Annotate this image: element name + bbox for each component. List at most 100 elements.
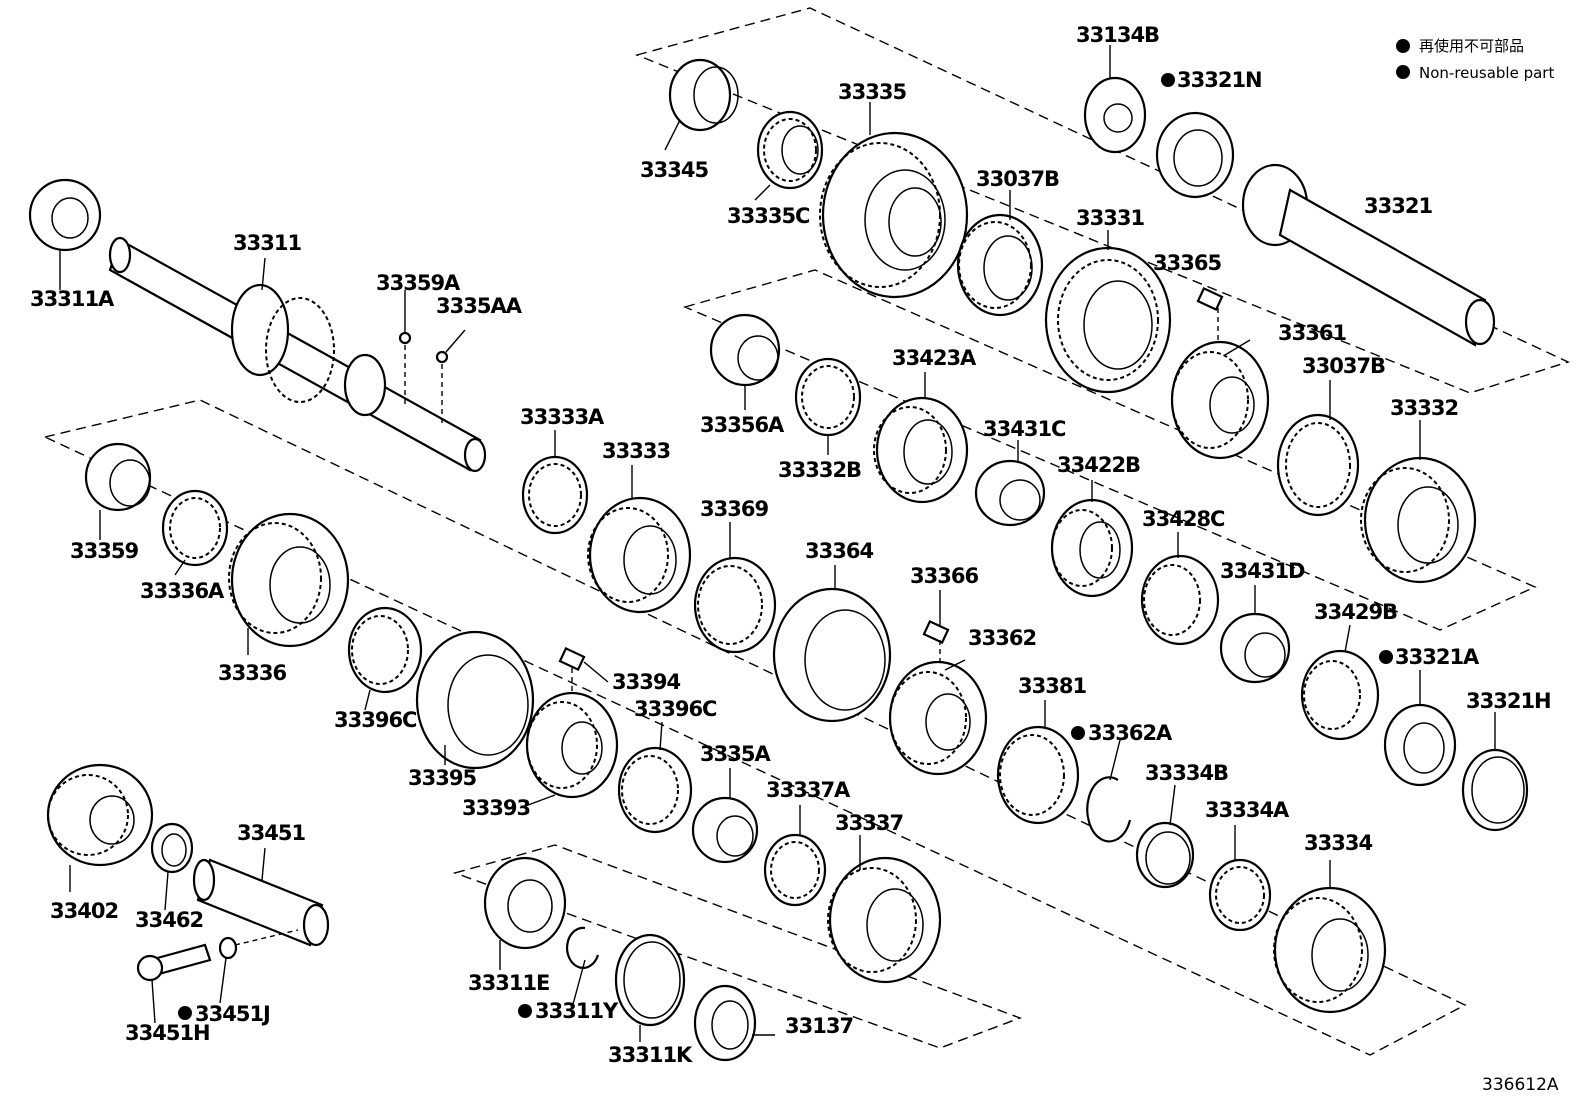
part-33331-sleeve[interactable] bbox=[1044, 246, 1172, 394]
part-33393-hub[interactable] bbox=[525, 691, 619, 799]
part-33356A-sleeve[interactable] bbox=[709, 313, 781, 387]
part-33396C-ring-left[interactable] bbox=[347, 606, 423, 694]
part-33321A-bearing[interactable] bbox=[1383, 703, 1457, 787]
part-33311Y-snap-ring[interactable] bbox=[565, 926, 600, 969]
part-33359A-ball[interactable] bbox=[398, 331, 412, 345]
label-33366: 33366 bbox=[910, 564, 978, 588]
part-33334B-ring[interactable] bbox=[1135, 821, 1195, 889]
part-33345-sleeve[interactable] bbox=[668, 58, 739, 132]
non-reusable-marker-icon bbox=[1396, 65, 1410, 79]
label-3335A: 3335A bbox=[700, 742, 771, 766]
label-33428C: 33428C bbox=[1142, 507, 1225, 531]
part-33396C-ring-right[interactable] bbox=[617, 746, 693, 834]
group-outlines bbox=[42, 7, 1570, 1056]
label-33335: 33335 bbox=[838, 80, 906, 104]
part-33337-gear[interactable] bbox=[827, 856, 942, 984]
label-33396C-left: 33396C bbox=[334, 708, 417, 732]
part-33137-ring[interactable] bbox=[693, 984, 757, 1062]
label-33356A: 33356A bbox=[700, 413, 785, 437]
part-33332B-bearing[interactable] bbox=[794, 357, 862, 437]
label-33381: 33381 bbox=[1018, 674, 1086, 698]
label-33429B: 33429B bbox=[1314, 600, 1397, 624]
label-33337A: 33337A bbox=[766, 778, 851, 802]
label-33369: 33369 bbox=[700, 497, 768, 521]
part-33037B-ring-right[interactable] bbox=[1276, 413, 1360, 517]
part-3335AA-ball[interactable] bbox=[435, 350, 449, 364]
part-33321-shaft[interactable] bbox=[1241, 163, 1496, 347]
part-33321H-ring[interactable] bbox=[1461, 748, 1529, 832]
part-33451H-bolt[interactable] bbox=[136, 943, 212, 982]
label-33365: 33365 bbox=[1153, 251, 1221, 275]
part-33369-ring[interactable] bbox=[693, 556, 777, 654]
part-3335A-sleeve[interactable] bbox=[691, 796, 759, 864]
label-33362A: 33362A bbox=[1088, 721, 1173, 745]
label-33423A: 33423A bbox=[892, 346, 977, 370]
label-33451J: 33451J bbox=[195, 1002, 270, 1026]
part-33333A-bearing[interactable] bbox=[521, 455, 589, 535]
label-33334A: 33334A bbox=[1205, 798, 1290, 822]
non-reusable-marker-icon bbox=[518, 1004, 532, 1018]
part-33334A-bearing[interactable] bbox=[1208, 858, 1272, 932]
part-33335-gear[interactable] bbox=[819, 131, 969, 299]
part-33364-sleeve[interactable] bbox=[772, 587, 892, 723]
label-33394: 33394 bbox=[612, 670, 680, 694]
part-33423A-gear[interactable] bbox=[873, 396, 969, 504]
part-33365-key[interactable] bbox=[1196, 286, 1224, 312]
label-33311A: 33311A bbox=[30, 287, 115, 311]
label-33393: 33393 bbox=[462, 796, 530, 820]
part-labels: 33134B 33321N 33345 33335 33335C 33037B … bbox=[30, 23, 1552, 1067]
part-33361-hub[interactable] bbox=[1170, 340, 1270, 460]
label-33335C: 33335C bbox=[727, 204, 810, 228]
part-33429B-gear[interactable] bbox=[1300, 649, 1380, 741]
part-33395-sleeve[interactable] bbox=[415, 630, 535, 770]
part-33451-shaft[interactable] bbox=[192, 858, 330, 947]
label-33311: 33311 bbox=[233, 231, 301, 255]
label-33451H: 33451H bbox=[125, 1021, 210, 1045]
part-33037B-ring-top[interactable] bbox=[956, 213, 1044, 317]
part-33311K-ring[interactable] bbox=[614, 933, 686, 1027]
part-33321N-bearing[interactable] bbox=[1155, 111, 1235, 199]
label-33462: 33462 bbox=[135, 908, 203, 932]
part-33362A-snap-ring[interactable] bbox=[1086, 776, 1132, 843]
label-33422B: 33422B bbox=[1057, 453, 1140, 477]
part-33311A-bearing[interactable] bbox=[28, 178, 102, 252]
part-33311-input-shaft[interactable] bbox=[108, 236, 487, 473]
label-33334B: 33334B bbox=[1145, 761, 1228, 785]
part-33451J-washer[interactable] bbox=[218, 936, 238, 960]
label-33311E: 33311E bbox=[468, 971, 549, 995]
part-33394-key[interactable] bbox=[558, 646, 586, 672]
label-33336: 33336 bbox=[218, 661, 286, 685]
label-33362: 33362 bbox=[968, 626, 1036, 650]
legend-line-2: Non-reusable part bbox=[1419, 64, 1554, 82]
label-33333: 33333 bbox=[602, 439, 670, 463]
non-reusable-marker-icon bbox=[1071, 726, 1085, 740]
part-33359-sleeve[interactable] bbox=[84, 442, 152, 512]
part-33431C-sleeve[interactable] bbox=[974, 459, 1046, 527]
label-33337: 33337 bbox=[835, 811, 903, 835]
part-33311E-bearing[interactable] bbox=[483, 856, 567, 950]
label-33331: 33331 bbox=[1076, 206, 1144, 230]
part-33381-ring[interactable] bbox=[996, 725, 1080, 825]
part-33362-hub[interactable] bbox=[888, 660, 988, 776]
part-33431D-sleeve[interactable] bbox=[1219, 612, 1291, 684]
label-33431D: 33431D bbox=[1220, 559, 1305, 583]
part-33462-washer[interactable] bbox=[150, 822, 194, 874]
part-33336-gear[interactable] bbox=[228, 512, 350, 648]
part-33336A-bearing[interactable] bbox=[161, 489, 229, 567]
label-33336A: 33336A bbox=[140, 579, 225, 603]
part-33333-gear[interactable] bbox=[587, 496, 692, 614]
label-33311Y: 33311Y bbox=[535, 999, 619, 1023]
part-33422B-gear[interactable] bbox=[1050, 498, 1134, 598]
part-33337A-bearing[interactable] bbox=[763, 833, 827, 907]
part-33335C-bearing[interactable] bbox=[756, 110, 824, 190]
part-33134B-ring[interactable] bbox=[1083, 76, 1147, 154]
legend-line-1: 再使用不可部品 bbox=[1419, 37, 1524, 55]
label-33333A: 33333A bbox=[520, 405, 605, 429]
part-33332-gear[interactable] bbox=[1360, 456, 1477, 584]
part-33428C-gear[interactable] bbox=[1140, 554, 1220, 646]
part-33334-gear[interactable] bbox=[1273, 886, 1387, 1014]
part-33402-gear[interactable] bbox=[46, 763, 154, 867]
label-33332: 33332 bbox=[1390, 396, 1458, 420]
part-33366-key[interactable] bbox=[922, 619, 950, 645]
label-33134B: 33134B bbox=[1076, 23, 1159, 47]
